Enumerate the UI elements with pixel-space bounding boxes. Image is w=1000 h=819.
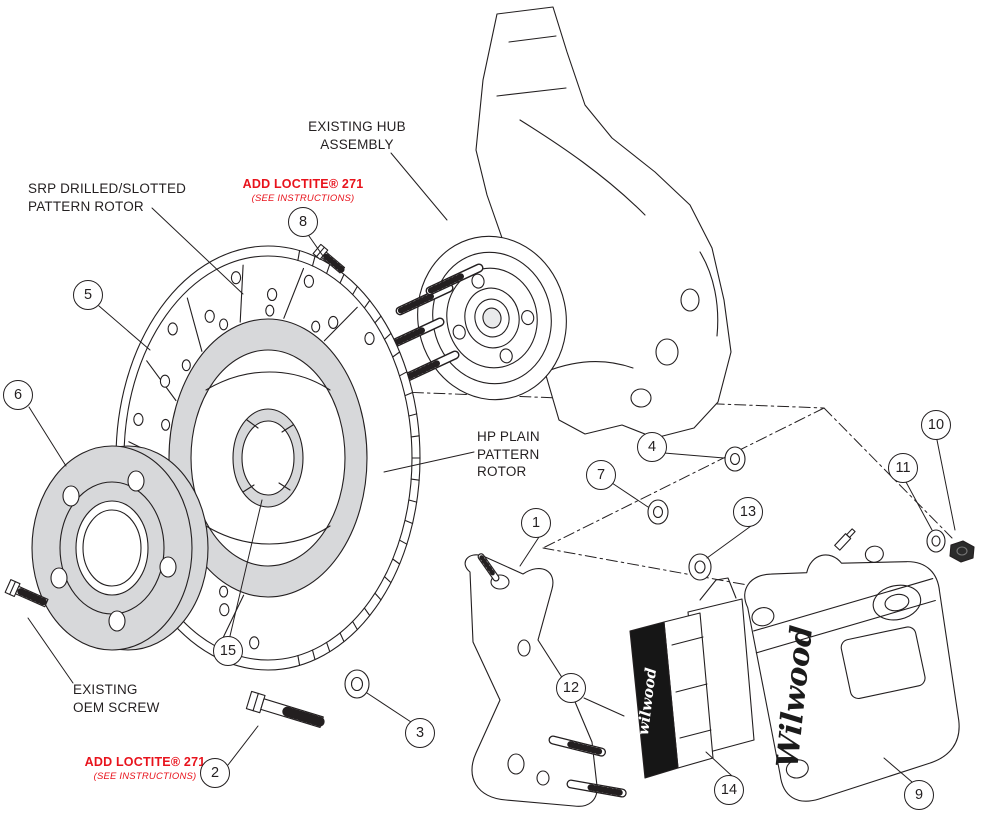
callout-6-number: 6 [13,387,23,403]
callout-8-number: 8 [298,214,308,230]
label-hp-rotor: HP PLAIN PATTERN ROTOR [477,428,540,481]
oem-screw [4,579,49,608]
callout-7-number: 7 [596,467,606,483]
label-line: HP PLAIN [477,429,540,444]
callout-10: 10 [921,410,951,440]
label-existing-hub-assembly: EXISTING HUB ASSEMBLY [281,118,433,153]
label-line: ASSEMBLY [320,136,394,152]
loctite-subtitle: (SEE INSTRUCTIONS) [93,771,197,783]
callout-5-number: 5 [83,287,93,303]
callout-1-number: 1 [531,515,541,531]
brake-pads: wilwood [629,577,755,779]
callout-15-number: 15 [219,643,237,659]
callout-2-number: 2 [210,765,220,781]
rotor-vane-ticks [297,250,421,666]
label-line: OEM SCREW [73,699,160,715]
loctite-subtitle: (SEE INSTRUCTIONS) [251,193,355,205]
label-line: ROTOR [477,464,527,480]
callout-14-number: 14 [720,782,738,798]
callout-10-number: 10 [927,417,945,433]
label-line: PATTERN [477,446,540,462]
caliper: Wilwood [744,528,960,802]
label-loctite-top: ADD LOCTITE® 271 (SEE INSTRUCTIONS) [240,176,366,206]
callout-13: 13 [733,497,763,527]
label-line: EXISTING [73,682,138,697]
label-line: PATTERN ROTOR [28,198,144,214]
callout-5: 5 [73,280,103,310]
callout-6: 6 [3,380,33,410]
callout-3-number: 3 [415,725,425,741]
callout-12-number: 12 [562,680,580,696]
callout-4-number: 4 [647,439,657,455]
caliper-bracket [464,553,627,807]
callout-1: 1 [521,508,551,538]
callout-11-number: 11 [895,460,911,476]
wheel-studs [386,263,484,383]
loctite-title: ADD LOCTITE® 271 [242,177,364,191]
label-line: SRP DRILLED/SLOTTED [28,181,187,196]
label-line: EXISTING HUB [308,119,406,134]
label-srp-rotor: SRP DRILLED/SLOTTED PATTERN ROTOR [28,180,186,215]
callout-15: 15 [213,636,243,666]
callout-4: 4 [637,432,667,462]
callout-7: 7 [586,460,616,490]
callout-14: 14 [714,775,744,805]
mounting-washers-and-nut [647,446,975,581]
label-loctite-bottom: ADD LOCTITE® 271 (SEE INSTRUCTIONS) [80,754,210,784]
washer-item3 [344,669,370,699]
callout-9-number: 9 [914,787,924,803]
callout-13-number: 13 [739,504,757,520]
callout-8: 8 [288,207,318,237]
rotor-hat-adapter [31,445,209,651]
callout-3: 3 [405,718,435,748]
hat-bolt-item2 [245,690,326,729]
callout-2: 2 [200,758,230,788]
callout-12: 12 [556,673,586,703]
leader-lines [27,152,956,783]
callout-11: 11 [888,453,918,483]
loctite-title: ADD LOCTITE® 271 [84,755,206,769]
callout-9: 9 [904,780,934,810]
label-oem-screw: EXISTING OEM SCREW [73,681,160,716]
